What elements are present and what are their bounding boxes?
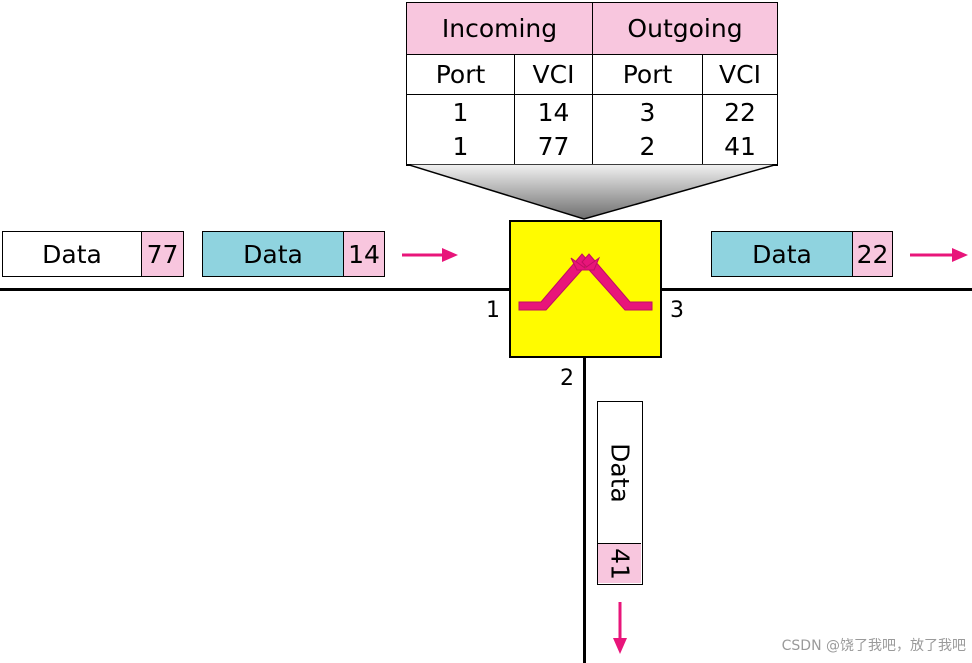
table-cell: 41 bbox=[724, 132, 756, 161]
incoming-header: Incoming bbox=[406, 2, 593, 55]
arrow-icon bbox=[402, 248, 458, 262]
outgoing-cell-41: Data 41 bbox=[597, 401, 643, 585]
payload-box: Data bbox=[598, 402, 641, 544]
table-funnel bbox=[406, 164, 778, 220]
col-port-out: Port bbox=[592, 54, 703, 95]
arrow-icon bbox=[910, 248, 968, 262]
outgoing-header: Outgoing bbox=[592, 2, 778, 55]
in-port-cell: 1 1 bbox=[406, 94, 515, 166]
link-port-1 bbox=[0, 288, 510, 291]
out-vci-cell: 22 41 bbox=[702, 94, 778, 166]
table-cell: 3 bbox=[639, 98, 656, 127]
payload-label: Data bbox=[605, 442, 634, 503]
table-cell: 1 bbox=[452, 98, 469, 127]
watermark: CSDN @饶了我吧，放了我吧 bbox=[781, 638, 966, 654]
switching-table: Incoming Outgoing Port VCI Port VCI 1 1 … bbox=[406, 2, 778, 166]
atm-switch bbox=[509, 220, 662, 358]
col-vci-out: VCI bbox=[702, 54, 778, 95]
vci-label: 14 bbox=[344, 232, 384, 276]
arrow-icon bbox=[613, 602, 627, 654]
vci-box: 41 bbox=[598, 544, 641, 583]
switch-crossover-icon bbox=[518, 253, 653, 311]
incoming-cell-14: Data 14 bbox=[202, 231, 385, 277]
payload-label: Data bbox=[712, 232, 853, 276]
table-cell: 14 bbox=[537, 98, 570, 127]
link-port-3 bbox=[661, 288, 972, 291]
link-port-2 bbox=[583, 357, 586, 663]
port-1-label: 1 bbox=[486, 298, 500, 323]
outgoing-cell-22: Data 22 bbox=[711, 231, 893, 277]
in-vci-cell: 14 77 bbox=[514, 94, 593, 166]
port-2-label: 2 bbox=[560, 366, 574, 391]
table-cell: 77 bbox=[537, 132, 570, 161]
table-cell: 2 bbox=[639, 132, 656, 161]
vci-label: 22 bbox=[853, 232, 892, 276]
vci-label: 41 bbox=[605, 547, 634, 580]
incoming-cell-77: Data 77 bbox=[2, 231, 184, 277]
table-cell: 1 bbox=[452, 132, 469, 161]
col-port-in: Port bbox=[406, 54, 515, 95]
payload-label: Data bbox=[203, 232, 344, 276]
payload-label: Data bbox=[3, 232, 142, 276]
table-rows: 1 1 14 77 3 2 22 41 bbox=[406, 94, 778, 166]
col-vci-in: VCI bbox=[514, 54, 593, 95]
port-3-label: 3 bbox=[670, 298, 684, 323]
out-port-cell: 3 2 bbox=[592, 94, 703, 166]
table-cell: 22 bbox=[724, 98, 756, 127]
vci-label: 77 bbox=[142, 232, 183, 276]
